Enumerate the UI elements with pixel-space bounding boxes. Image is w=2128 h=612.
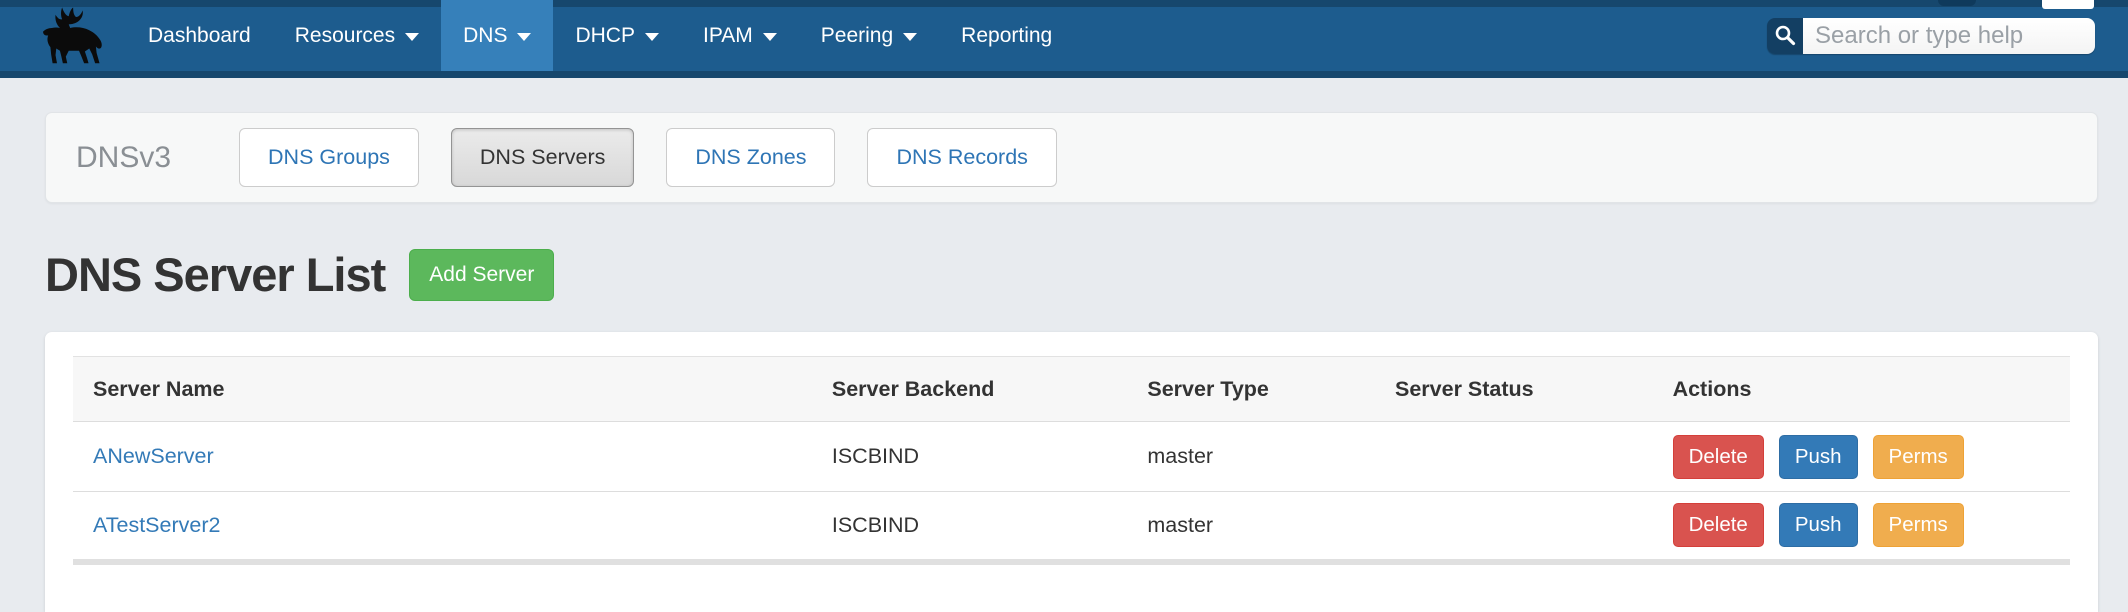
nav-menu: Dashboard Resources DNS DHCP IPAM Peerin… — [126, 0, 1074, 71]
chevron-down-icon — [762, 33, 777, 41]
server-list-card: Server Name Server Backend Server Type S… — [45, 332, 2098, 612]
server-table: Server Name Server Backend Server Type S… — [73, 356, 2070, 565]
tab-dns-servers[interactable]: DNS Servers — [450, 128, 635, 187]
column-header-server-name: Server Name — [73, 356, 832, 422]
search-icon — [1773, 23, 1797, 50]
nav-item-dhcp[interactable]: DHCP — [553, 0, 681, 71]
global-search — [1767, 18, 2095, 54]
chevron-down-icon — [405, 33, 420, 41]
cell-server-status — [1395, 421, 1673, 492]
browser-chrome-fragment — [1938, 0, 1976, 6]
page-title: DNS Server List — [45, 248, 386, 301]
nav-item-label: IPAM — [702, 23, 753, 47]
table-row: ATestServer2 ISCBIND master Delete Push … — [73, 491, 2070, 565]
tab-dns-zones[interactable]: DNS Zones — [666, 128, 836, 187]
add-server-button[interactable]: Add Server — [409, 248, 555, 301]
nav-item-label: Resources — [294, 23, 396, 47]
browser-chrome-fragment — [2042, 0, 2094, 9]
server-name-link[interactable]: ANewServer — [93, 444, 214, 468]
push-button[interactable]: Push — [1778, 434, 1858, 479]
nav-item-reporting[interactable]: Reporting — [939, 0, 1074, 71]
nav-item-label: Dashboard — [148, 23, 251, 47]
dnsv3-label: DNSv3 — [76, 140, 172, 174]
nav-item-label: Reporting — [961, 23, 1053, 47]
nav-item-label: Peering — [820, 23, 894, 47]
column-header-server-type: Server Type — [1147, 356, 1395, 422]
cell-server-type: master — [1147, 491, 1395, 565]
push-button[interactable]: Push — [1778, 503, 1858, 548]
nav-item-dns[interactable]: DNS — [441, 0, 554, 71]
dnsv3-panel: DNSv3 DNS Groups DNS Servers DNS Zones D… — [45, 112, 2098, 203]
cell-actions: Delete Push Perms — [1672, 421, 2070, 492]
cell-server-status — [1395, 491, 1673, 565]
nav-item-peering[interactable]: Peering — [799, 0, 939, 71]
tab-dns-groups[interactable]: DNS Groups — [239, 128, 419, 187]
server-name-link[interactable]: ATestServer2 — [93, 512, 221, 537]
cell-server-name: ANewServer — [73, 421, 832, 492]
column-header-server-backend: Server Backend — [831, 356, 1148, 422]
cell-server-type: master — [1147, 421, 1395, 492]
perms-button[interactable]: Perms — [1872, 434, 1964, 479]
nav-item-label: DHCP — [575, 23, 635, 47]
search-input[interactable] — [1803, 18, 2095, 54]
table-header-row: Server Name Server Backend Server Type S… — [73, 356, 2070, 422]
nav-item-ipam[interactable]: IPAM — [681, 0, 799, 71]
delete-button[interactable]: Delete — [1672, 434, 1764, 479]
tab-dns-records[interactable]: DNS Records — [867, 128, 1057, 187]
heading-row: DNS Server List Add Server — [45, 247, 2098, 302]
cell-server-name: ATestServer2 — [73, 491, 832, 565]
cell-actions: Delete Push Perms — [1672, 491, 2070, 565]
table-row: ANewServer ISCBIND master Delete Push Pe… — [73, 421, 2070, 492]
delete-button[interactable]: Delete — [1672, 503, 1764, 548]
nav-item-dashboard[interactable]: Dashboard — [126, 0, 273, 71]
search-button[interactable] — [1767, 18, 1803, 54]
chevron-down-icon — [644, 33, 659, 41]
nav-item-resources[interactable]: Resources — [273, 0, 441, 71]
column-header-actions: Actions — [1672, 356, 2070, 422]
moose-logo-icon[interactable] — [33, 6, 125, 72]
main-content: DNSv3 DNS Groups DNS Servers DNS Zones D… — [45, 112, 2098, 612]
top-navbar: Dashboard Resources DNS DHCP IPAM Peerin… — [0, 0, 2128, 78]
nav-item-label: DNS — [463, 23, 508, 47]
cell-server-backend: ISCBIND — [831, 421, 1148, 492]
column-header-server-status: Server Status — [1395, 356, 1673, 422]
chevron-down-icon — [517, 33, 532, 41]
cell-server-backend: ISCBIND — [831, 491, 1148, 565]
perms-button[interactable]: Perms — [1872, 503, 1964, 548]
chevron-down-icon — [903, 33, 918, 41]
